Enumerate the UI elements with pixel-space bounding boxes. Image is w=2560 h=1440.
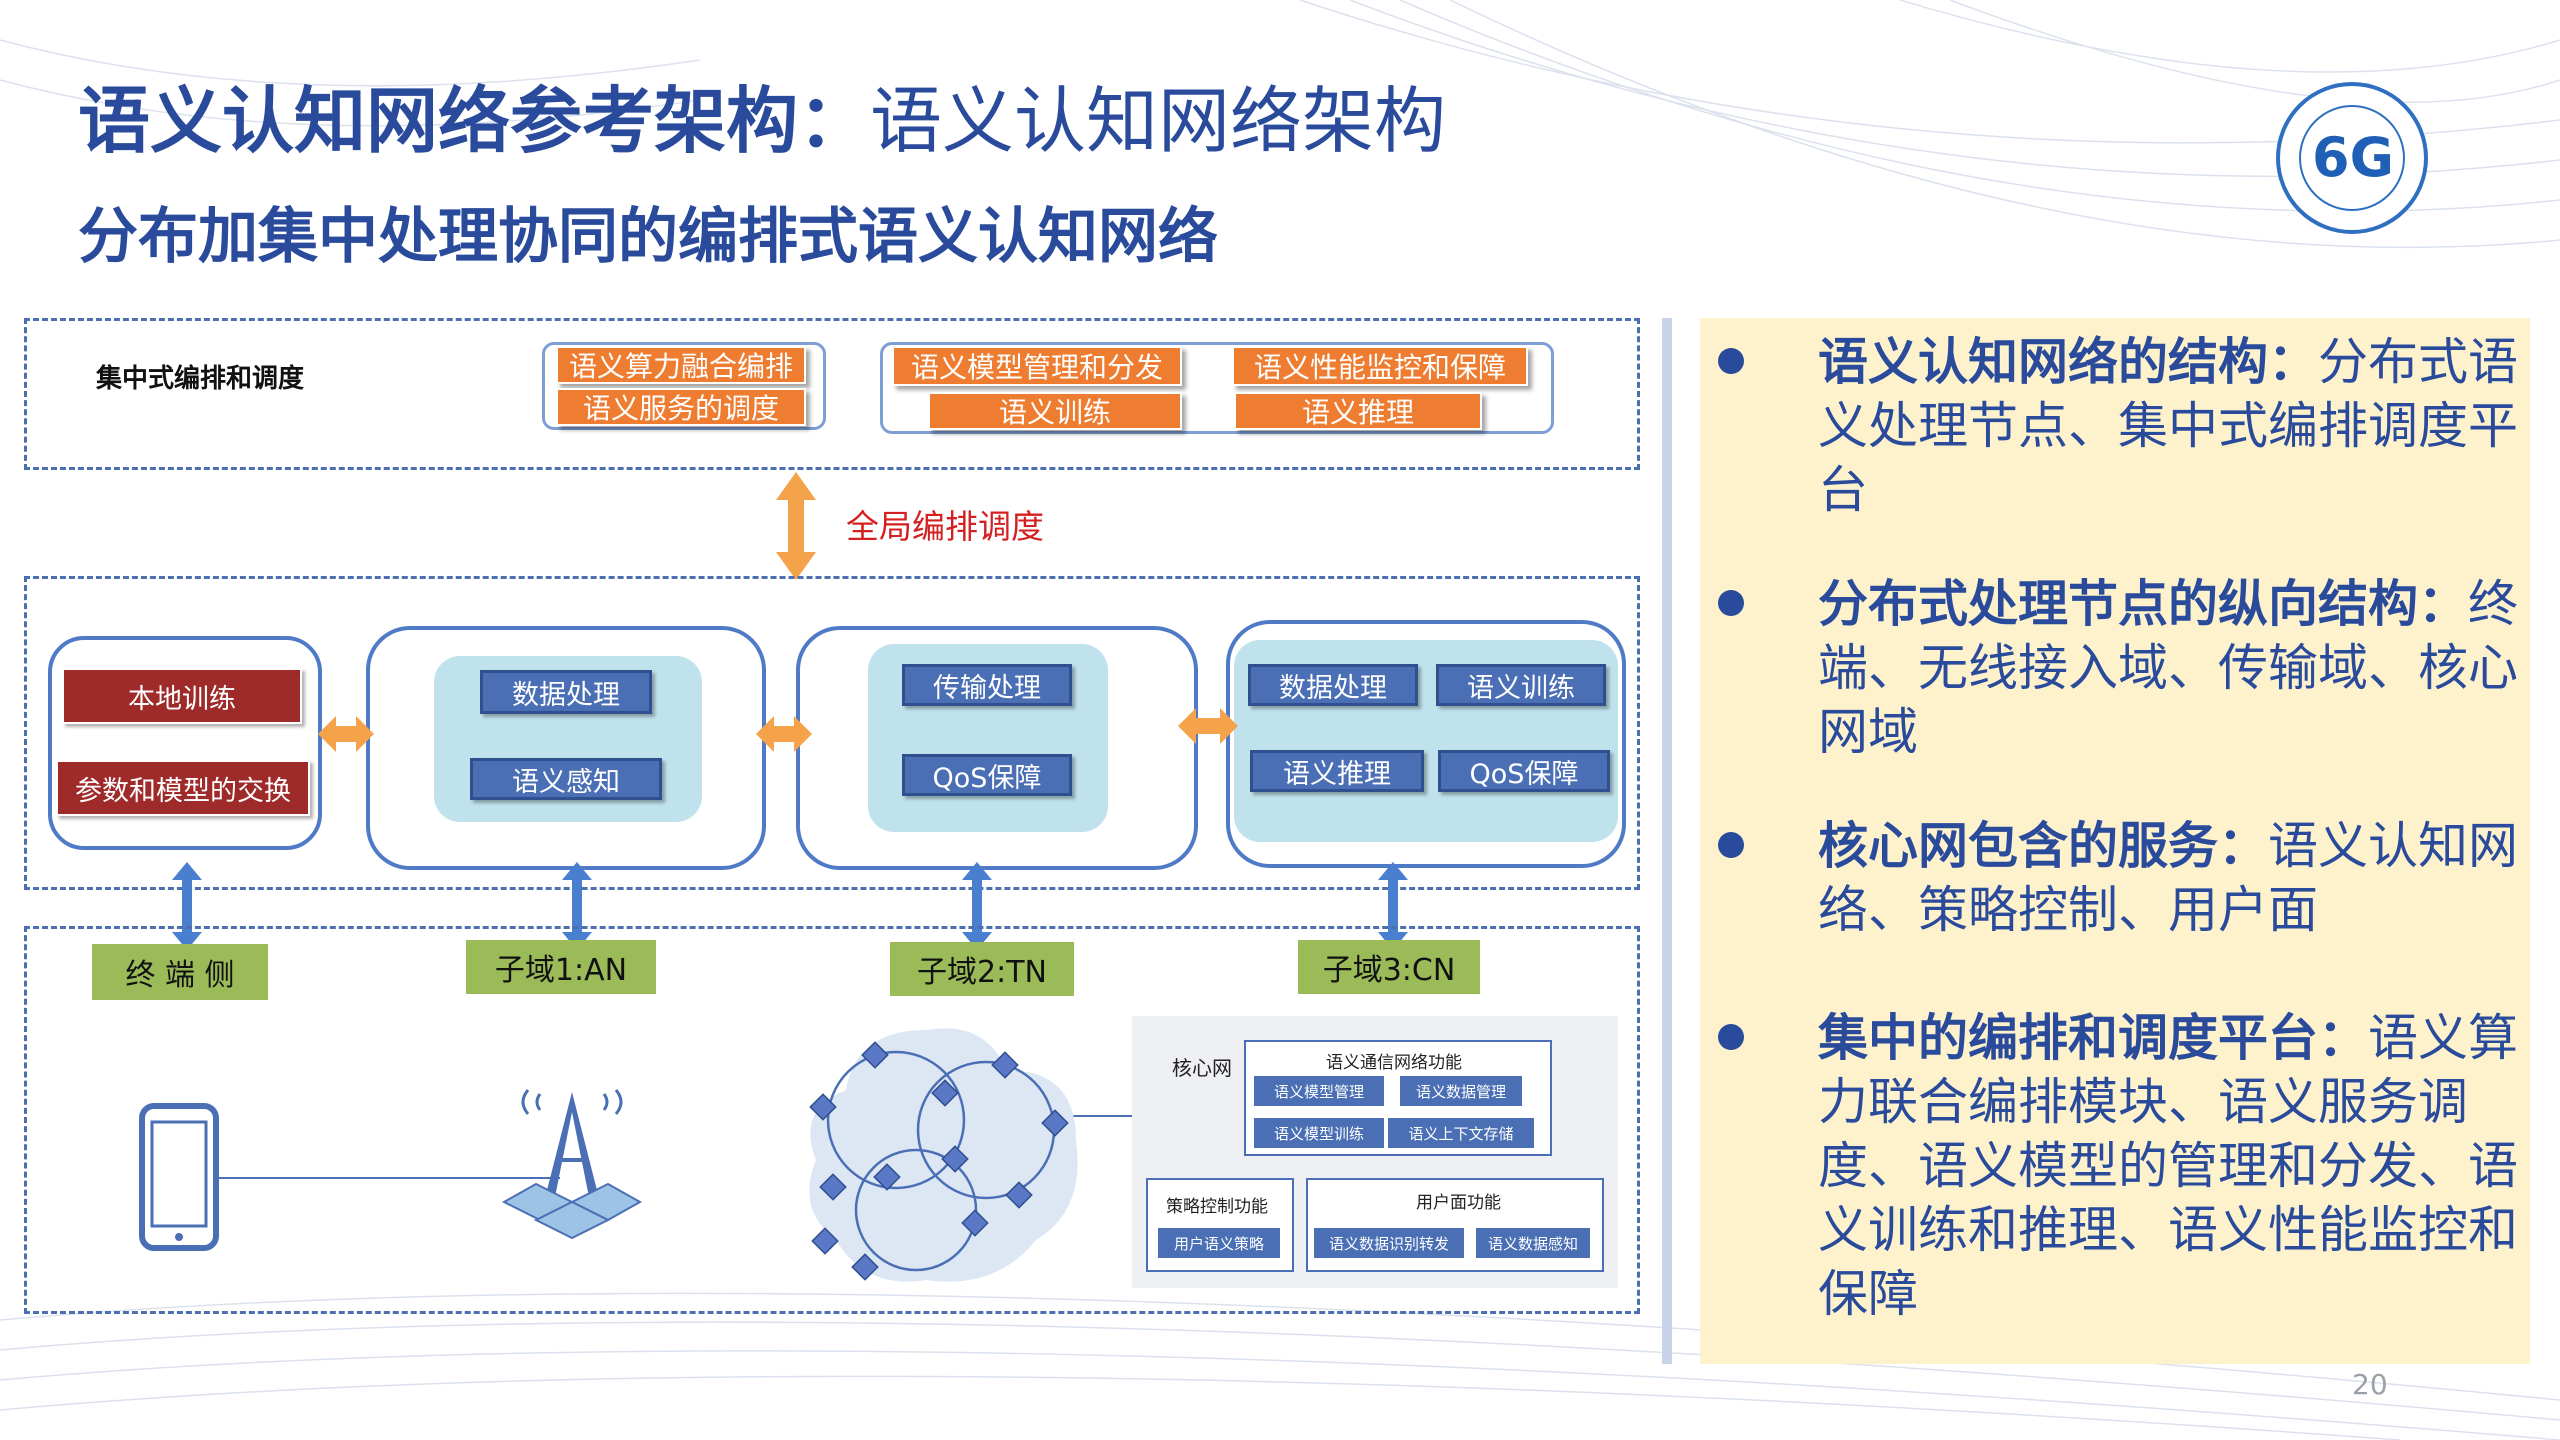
user-plane-item: 语义数据识别转发	[1314, 1228, 1464, 1258]
an-data-processing: 数据处理	[480, 670, 652, 714]
an-tn-arrow	[756, 716, 812, 752]
bullet-text: 语义认知网络的结构：分布式语义处理节点、集中式编排调度平台	[1818, 333, 2518, 519]
bullet-dot	[1718, 1024, 1744, 1050]
smartphone-icon	[139, 1103, 219, 1251]
central-orchestration-label: 集中式编排和调度	[96, 364, 305, 394]
core-comm-item: 语义模型管理	[1254, 1076, 1384, 1106]
user-semantic-policy: 用户语义策略	[1158, 1228, 1280, 1258]
tn-transmission: 传输处理	[902, 664, 1072, 706]
central-orchestration-box	[24, 318, 1640, 470]
param-exchange-box: 参数和模型的交换	[56, 760, 310, 816]
distributed-nodes-box	[24, 576, 1640, 890]
semantic-comm-title: 语义通信网络功能	[1326, 1053, 1462, 1073]
infrastructure-box	[24, 926, 1640, 1314]
page-number: 20	[2352, 1368, 2388, 1401]
bullet-dot	[1718, 590, 1744, 616]
core-network-label: 核心网	[1172, 1056, 1232, 1080]
terminal-vertical-arrow	[172, 862, 202, 950]
cn-data-processing: 数据处理	[1248, 664, 1418, 706]
imt2030-logo: 6G	[2272, 78, 2432, 238]
cn-semantic-inference: 语义推理	[1250, 750, 1424, 792]
central-item: 语义训练	[928, 392, 1182, 430]
domain-terminal: 终 端 侧	[92, 944, 268, 1000]
policy-control-title: 策略控制功能	[1166, 1197, 1268, 1217]
panel-divider	[1662, 318, 1672, 1364]
tn-cn-arrow	[1178, 708, 1238, 744]
base-station-icon	[501, 1089, 643, 1240]
logo-6g-text: 6G	[2312, 126, 2394, 189]
central-item: 语义性能监控和保障	[1232, 346, 1528, 386]
core-comm-item: 语义数据管理	[1400, 1076, 1522, 1106]
page-title: 语义认知网络参考架构：语义认知网络架构	[78, 79, 1447, 163]
cn-qos: QoS保障	[1438, 750, 1610, 792]
central-item: 语义算力融合编排	[556, 346, 806, 384]
tn-vertical-arrow	[962, 862, 992, 950]
bullet-dot	[1718, 832, 1744, 858]
global-orchestration-label: 全局编排调度	[846, 507, 1044, 546]
bullet-text: 核心网包含的服务：语义认知网络、策略控制、用户面	[1818, 817, 2518, 939]
tn-qos: QoS保障	[902, 754, 1072, 796]
summary-panel	[1700, 318, 2530, 1364]
terminal-an-arrow	[318, 716, 374, 752]
central-item: 语义推理	[1234, 392, 1482, 430]
an-vertical-arrow	[562, 862, 592, 950]
user-plane-title: 用户面功能	[1416, 1193, 1501, 1213]
bullet-text: 分布式处理节点的纵向结构：终端、无线接入域、传输域、核心网域	[1818, 575, 2518, 761]
global-double-arrow	[776, 472, 816, 580]
central-item: 语义服务的调度	[556, 388, 806, 426]
bullet-text: 集中的编排和调度平台：语义算力联合编排模块、语义服务调度、语义模型的管理和分发、…	[1818, 1009, 2518, 1323]
domain-an: 子域1:AN	[466, 940, 656, 994]
domain-cn: 子域3:CN	[1298, 940, 1480, 994]
bullet-dot	[1718, 348, 1744, 374]
user-plane-item: 语义数据感知	[1476, 1228, 1590, 1258]
core-comm-item: 语义上下文存储	[1388, 1118, 1534, 1148]
core-comm-item: 语义模型训练	[1254, 1118, 1384, 1148]
page-subtitle: 分布加集中处理协同的编排式语义认知网络	[78, 202, 1218, 272]
central-item: 语义模型管理和分发	[892, 346, 1182, 386]
cn-vertical-arrow	[1378, 862, 1408, 950]
local-training-box: 本地训练	[62, 668, 302, 724]
domain-tn: 子域2:TN	[890, 942, 1074, 996]
an-semantic-perception: 语义感知	[470, 758, 662, 800]
cn-semantic-training: 语义训练	[1436, 664, 1606, 706]
transport-network-cloud	[809, 1028, 1078, 1282]
